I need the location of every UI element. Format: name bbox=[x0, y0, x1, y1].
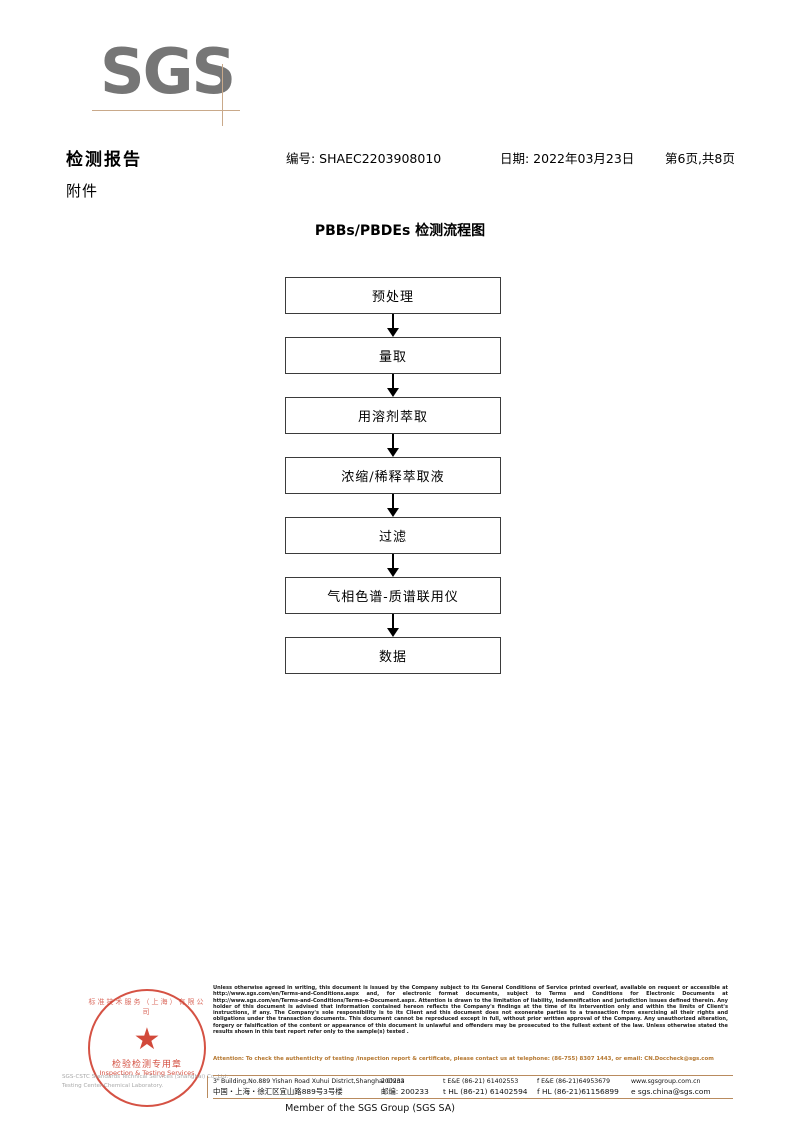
address-row-chinese: 中国・上海・徐汇区宜山路889号3号楼 邮编: 200233 t HL (86-… bbox=[213, 1087, 733, 1097]
address-line-cn: 中国・上海・徐汇区宜山路889号3号楼 bbox=[213, 1087, 343, 1096]
sgs-logo: SGS bbox=[92, 35, 240, 126]
page-number: 第6页,共8页 bbox=[665, 151, 735, 166]
seal-ring bbox=[88, 989, 206, 1107]
sgs-wordmark: SGS bbox=[100, 35, 236, 108]
flow-step-box: 气相色谱-质谱联用仪 bbox=[285, 577, 501, 614]
flow-arrow-down-icon bbox=[285, 494, 501, 517]
attachment-label: 附件 bbox=[66, 182, 99, 200]
postcode-en: 200233 bbox=[381, 1078, 405, 1085]
member-of-group-line: Member of the SGS Group (SGS SA) bbox=[285, 1103, 455, 1114]
flow-step-box: 过滤 bbox=[285, 517, 501, 554]
flow-step-box: 预处理 bbox=[285, 277, 501, 314]
email-address[interactable]: e sgs.china@sgs.com bbox=[631, 1087, 711, 1096]
flow-arrow-down-icon bbox=[285, 374, 501, 397]
seal-star-icon: ★ bbox=[133, 1023, 161, 1056]
flow-arrow-down-icon bbox=[285, 314, 501, 337]
flowchart-title: PBBs/PBDEs 检测流程图 bbox=[314, 223, 486, 239]
address-row-english: 3" Building,No.889 Yishan Road Xuhui Dis… bbox=[213, 1077, 733, 1087]
flow-arrow-down-icon bbox=[285, 614, 501, 637]
flow-arrow-down-icon bbox=[285, 434, 501, 457]
fax-en: f E&E (86-21)64953679 bbox=[537, 1078, 611, 1085]
logo-horizontal-rule bbox=[92, 110, 240, 111]
seal-center-english: Inspection & Testing Services bbox=[99, 1069, 195, 1077]
telephone-cn: t HL (86-21) 61402594 bbox=[443, 1087, 528, 1096]
flow-step-box: 用溶剂萃取 bbox=[285, 397, 501, 434]
page-title: 检测报告 bbox=[66, 150, 142, 170]
lab-watermark-text: SGS-CSTC Standards Technical Services (S… bbox=[62, 1074, 229, 1089]
report-date: 日期: 2022年03月23日 bbox=[500, 151, 635, 166]
address-left-divider bbox=[207, 1076, 208, 1098]
flowchart: 预处理 量取 用溶剂萃取 浓缩/稀释萃取液 过滤 气相色谱-质谱联用仪 数据 bbox=[285, 277, 503, 674]
flow-step-box: 浓缩/稀释萃取液 bbox=[285, 457, 501, 494]
attention-notice-text: Attention: To check the authenticity of … bbox=[213, 1056, 714, 1062]
flow-arrow-down-icon bbox=[285, 554, 501, 577]
address-contact-block: 3" Building,No.889 Yishan Road Xuhui Dis… bbox=[207, 1075, 733, 1099]
flow-step-box: 量取 bbox=[285, 337, 501, 374]
seal-arc-text: 标准技术服务（上海）有限公司 bbox=[88, 999, 206, 1016]
legal-terms-text: Unless otherwise agreed in writing, this… bbox=[213, 985, 728, 1036]
fax-cn: f HL (86-21)61156899 bbox=[537, 1087, 619, 1096]
seal-center-chinese: 检验检测专用章 bbox=[111, 1060, 182, 1070]
telephone-en: t E&E (86-21) 61402553 bbox=[443, 1078, 519, 1085]
report-number: 编号: SHAEC2203908010 bbox=[286, 151, 442, 166]
logo-vertical-rule bbox=[222, 64, 223, 126]
address-line-en: 3" Building,No.889 Yishan Road Xuhui Dis… bbox=[213, 1078, 405, 1085]
flow-step-box: 数据 bbox=[285, 637, 501, 674]
website-url[interactable]: www.sgsgroup.com.cn bbox=[631, 1078, 701, 1085]
company-seal-stamp-icon: 标准技术服务（上海）有限公司 ★ 检验检测专用章 Inspection & Te… bbox=[88, 989, 206, 1107]
postcode-cn: 邮编: 200233 bbox=[381, 1087, 429, 1096]
